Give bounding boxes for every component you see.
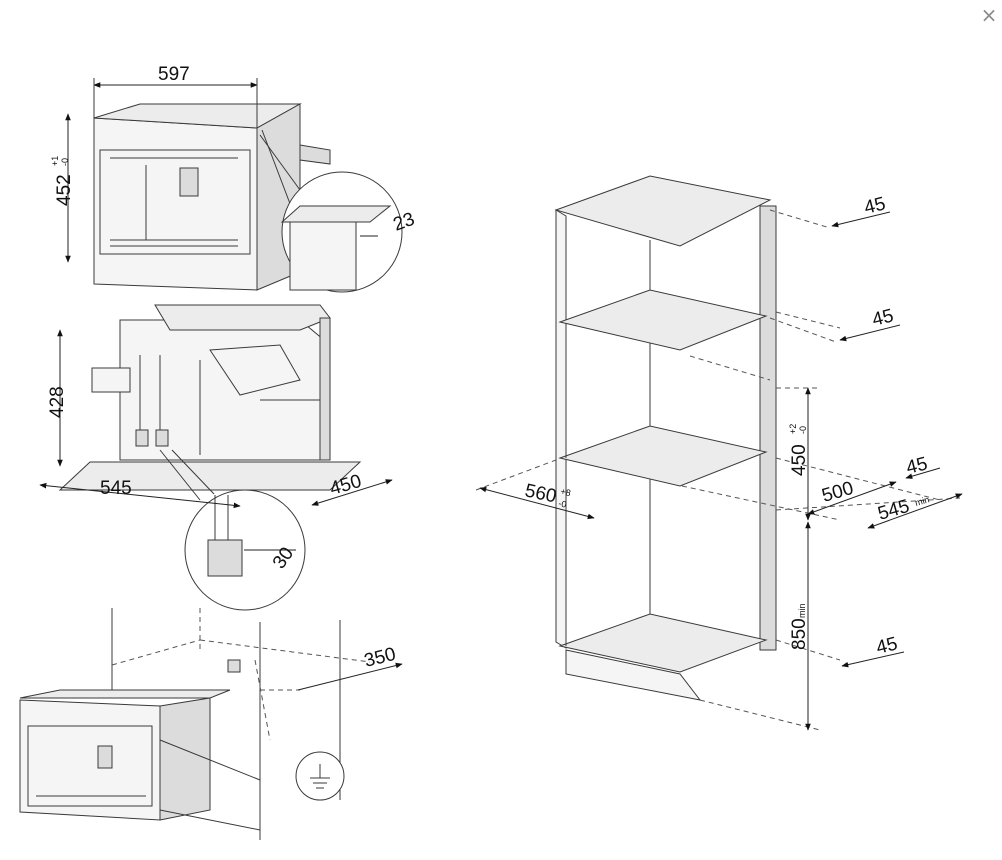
socket-icon [227,659,241,673]
dim-45a: 45 [862,193,888,218]
dim-560-sub: -0 [558,498,568,509]
dim-line-545c [867,493,963,529]
dim-line-45d [841,651,905,668]
dim-line-500 [807,481,897,515]
close-icon: × [980,3,998,27]
dim-450c-sub: -0 [798,426,808,434]
dim-line-350 [297,662,403,691]
dim-452-sup: +1 [50,156,60,166]
dim-452: 452 [54,174,75,206]
machine-side-view [58,304,362,491]
dim-597: 597 [158,64,190,85]
dim-45b: 45 [870,305,896,330]
ground-icon [310,764,330,789]
detail-circle-30 [159,449,306,611]
dim-line-450 [311,479,393,506]
detail-circle-23 [280,171,403,293]
dim-545c: 545 [876,496,912,525]
cabinet-unit [554,175,777,701]
dim-45d: 45 [874,633,900,658]
dim-450c-sup: +2 [788,424,798,434]
dim-500: 500 [820,478,856,507]
dim-line-545 [39,482,241,509]
dim-450c: 450 [789,444,810,476]
dim-452-sub: -0 [60,158,70,166]
dim-850: 850 [789,618,810,650]
dim-560-sup: +8 [560,486,572,498]
dim-line-45b [839,324,901,342]
dim-560: 560 [523,480,558,507]
dim-line-560 [479,486,595,520]
machine-front-view [93,103,331,291]
close-button[interactable]: × [978,4,1000,26]
dim-850-sub: min [797,603,807,618]
machine-in-niche [19,608,371,840]
dim-545: 545 [100,478,132,499]
dim-line-45a [831,211,891,228]
dim-line-45c [905,467,941,479]
dim-45c: 45 [904,453,930,478]
dim-350: 350 [362,644,398,672]
dim-545c-sub: min [914,494,931,508]
dim-428: 428 [47,386,68,418]
